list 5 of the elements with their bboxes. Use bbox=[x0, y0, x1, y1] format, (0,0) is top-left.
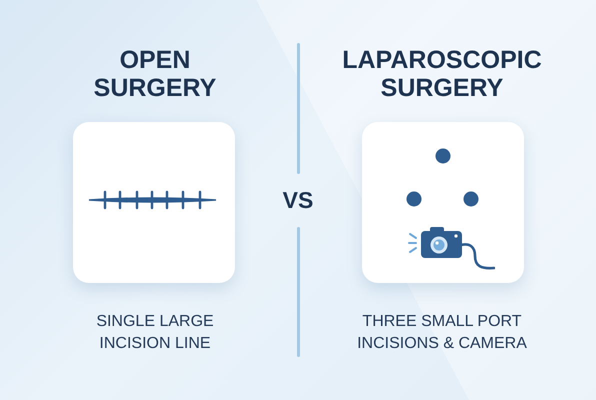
column-heading: LAPAROSCOPIC SURGERY bbox=[341, 46, 543, 102]
caption-text: THREE SMALL PORT INCISIONS & CAMERA bbox=[356, 312, 528, 354]
caption-text: SINGLE LARGE INCISION LINE bbox=[95, 312, 215, 354]
vs-text: VS bbox=[282, 186, 314, 214]
column-heading: OPEN SURGERY bbox=[92, 46, 218, 102]
